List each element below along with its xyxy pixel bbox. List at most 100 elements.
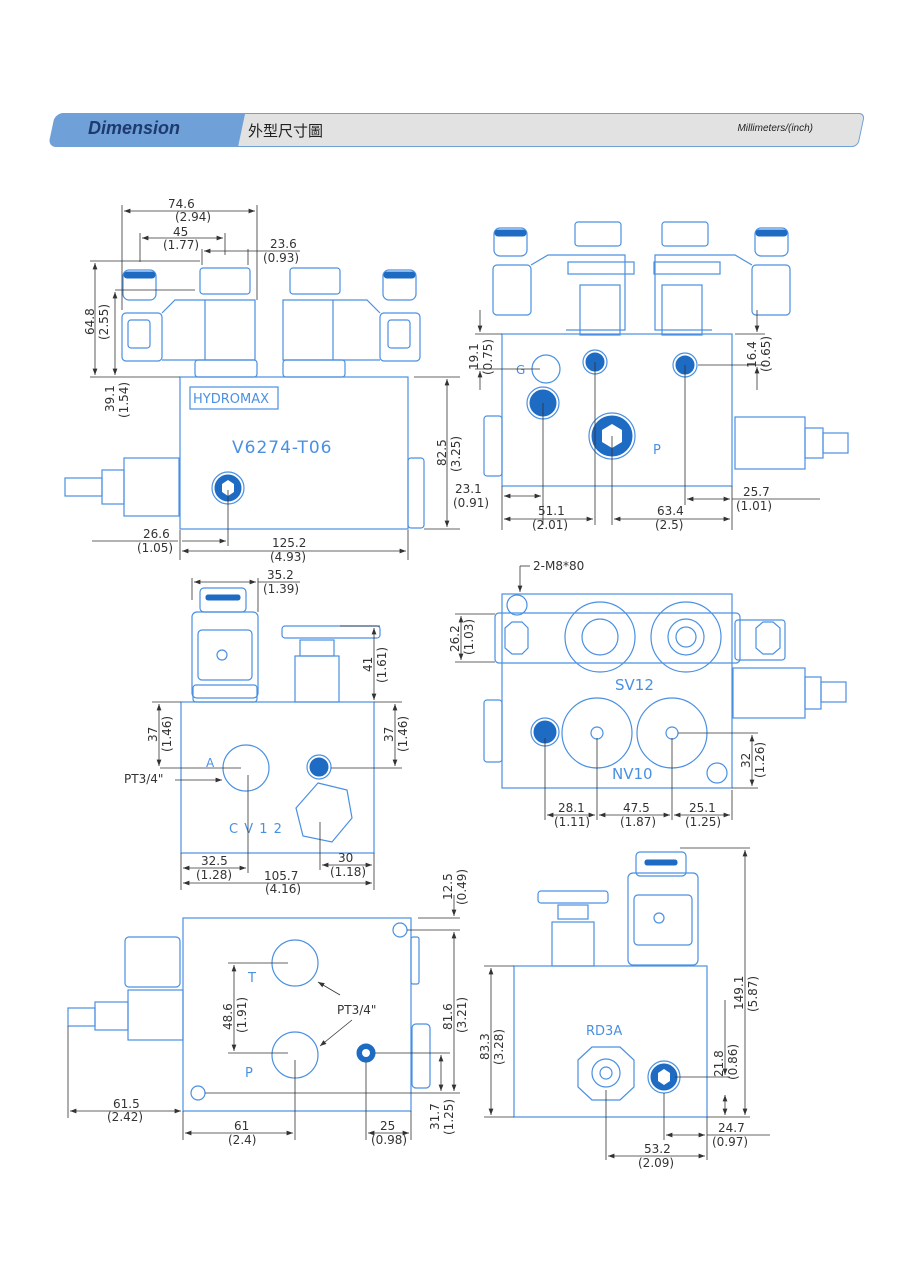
dim-label: (3.21) [455,997,469,1033]
brand-plate [189,386,279,410]
dim-label: 35.2 [267,568,294,582]
view-front: HYDROMAX V6274-T06 [64,197,463,564]
dim-label: (1.61) [375,647,389,683]
dim-label: (1.46) [396,716,410,752]
dim-label: 25.7 [743,485,770,499]
port-label-t: T [247,971,256,986]
section-subtitle: 外型尺寸圖 [248,122,324,140]
dim-label: 45 [173,225,188,239]
dim-label: (1.01) [736,499,772,513]
hex-plug-left [483,415,503,477]
dim-label: 81.6 [441,1003,455,1030]
dim-label: 26.2 [448,625,462,652]
dim-label: (1.03) [462,619,476,655]
dim-label: (1.11) [554,815,590,829]
solenoid-coil [124,936,181,988]
dim-label: (0.49) [455,869,469,905]
solenoid-right [653,221,791,336]
dim-label: (1.91) [235,997,249,1033]
valve-block [501,333,733,487]
dim-label: 24.7 [718,1121,745,1135]
dim-label: 41 [361,657,375,672]
solenoid-body [494,612,741,664]
dim-label: (3.25) [449,436,463,472]
solenoid-left [492,221,635,336]
dim-label: 53.2 [644,1142,671,1156]
dim-label: (1.39) [263,582,299,596]
model-label: C V 1 2 [229,822,283,837]
dim-label: 61 [234,1119,249,1133]
dim-label: (0.75) [481,339,495,375]
dim-label: 48.6 [221,1003,235,1030]
dim-label: (1.25) [442,1099,456,1135]
dim-label: (1.28) [196,868,232,882]
dim-label: (2.01) [532,518,568,532]
hose-fitting-right [734,416,849,470]
dim-label: 74.6 [168,197,195,211]
dim-label: 16.4 [745,341,759,368]
mounting-hole [190,1085,206,1101]
section-title: Dimension [88,118,181,138]
mounting-bolt-hole [506,594,528,616]
hex-plug-right [407,457,425,529]
hex-nut [504,621,529,655]
dim-label: 23.1 [455,482,482,496]
dim-label: 61.5 [113,1097,140,1111]
relief-valve-hex [577,1046,635,1101]
solenoid-coil [627,851,699,966]
dim-label: (2.09) [638,1156,674,1170]
dim-label: 39.1 [103,385,117,412]
dim-label: 23.6 [270,237,297,251]
dim-label: 64.8 [83,308,97,335]
view-side-b: RD3A 83.3 (3.28) 149.1 (5.87) 21.8 (0.86… [478,847,770,1170]
model-label-sv: SV12 [615,676,654,694]
port-label-p: P [245,1066,253,1081]
knurled-knob [537,890,609,904]
dim-label: (0.93) [263,251,299,265]
dim-label: (4.16) [265,882,301,896]
port-label-a: A [206,756,215,770]
model-label: RD3A [586,1024,622,1039]
dim-label: 25.1 [689,801,716,815]
dim-label: 82.5 [435,439,449,466]
view-top: 2-M8*80 SV12 NV10 26.2 (1.03) 32 [448,559,847,829]
dim-label: 125.2 [272,536,306,550]
dim-label: 21.8 [712,1050,726,1077]
dim-label: 149.1 [732,976,746,1010]
hose-fitting-right [732,667,847,719]
dim-label: (1.46) [160,716,174,752]
valve-block [513,965,708,1118]
knurled-ring [567,261,635,275]
dim-label: 32 [739,753,753,768]
port-label-g: G [516,363,525,377]
needle-valve-knob [281,625,381,703]
dim-label: 51.1 [538,504,565,518]
port-size-label: PT3/4" [124,772,163,786]
view-port-face: T P PT3/4" 48.6 (1.91) 12.5 (0.49) 81.6 … [67,869,469,1147]
brand-label: HYDROMAX [193,392,269,407]
dim-label: (2.4) [228,1133,256,1147]
hex-plug-icon [309,757,329,777]
hex-nut [755,621,781,655]
hex-plug-right [411,1023,431,1089]
dim-label: 25 [380,1119,395,1133]
solenoid-right [282,267,421,378]
port-label-p: P [653,443,661,458]
dim-label: (0.97) [712,1135,748,1149]
dim-label: 105.7 [264,869,298,883]
dim-label: 31.7 [428,1103,442,1130]
dim-label: (2.94) [175,210,211,224]
view-side-a: A C V 1 2 PT3/4" 35.2 (1.39) 41 (1.61) 3… [124,568,410,896]
dim-label: (2.42) [107,1110,143,1124]
dim-label: 47.5 [623,801,650,815]
dim-label: 12.5 [441,873,455,900]
dim-label: 26.6 [143,527,170,541]
model-label: V6274-T06 [232,438,332,458]
solenoid-left [121,267,258,378]
dim-label: (2.55) [97,304,111,340]
valve-block [501,593,733,789]
bolt-label: 2-M8*80 [533,559,584,573]
dim-label: (1.05) [137,541,173,555]
dim-label: 30 [338,851,353,865]
knurled-ring [653,261,721,275]
